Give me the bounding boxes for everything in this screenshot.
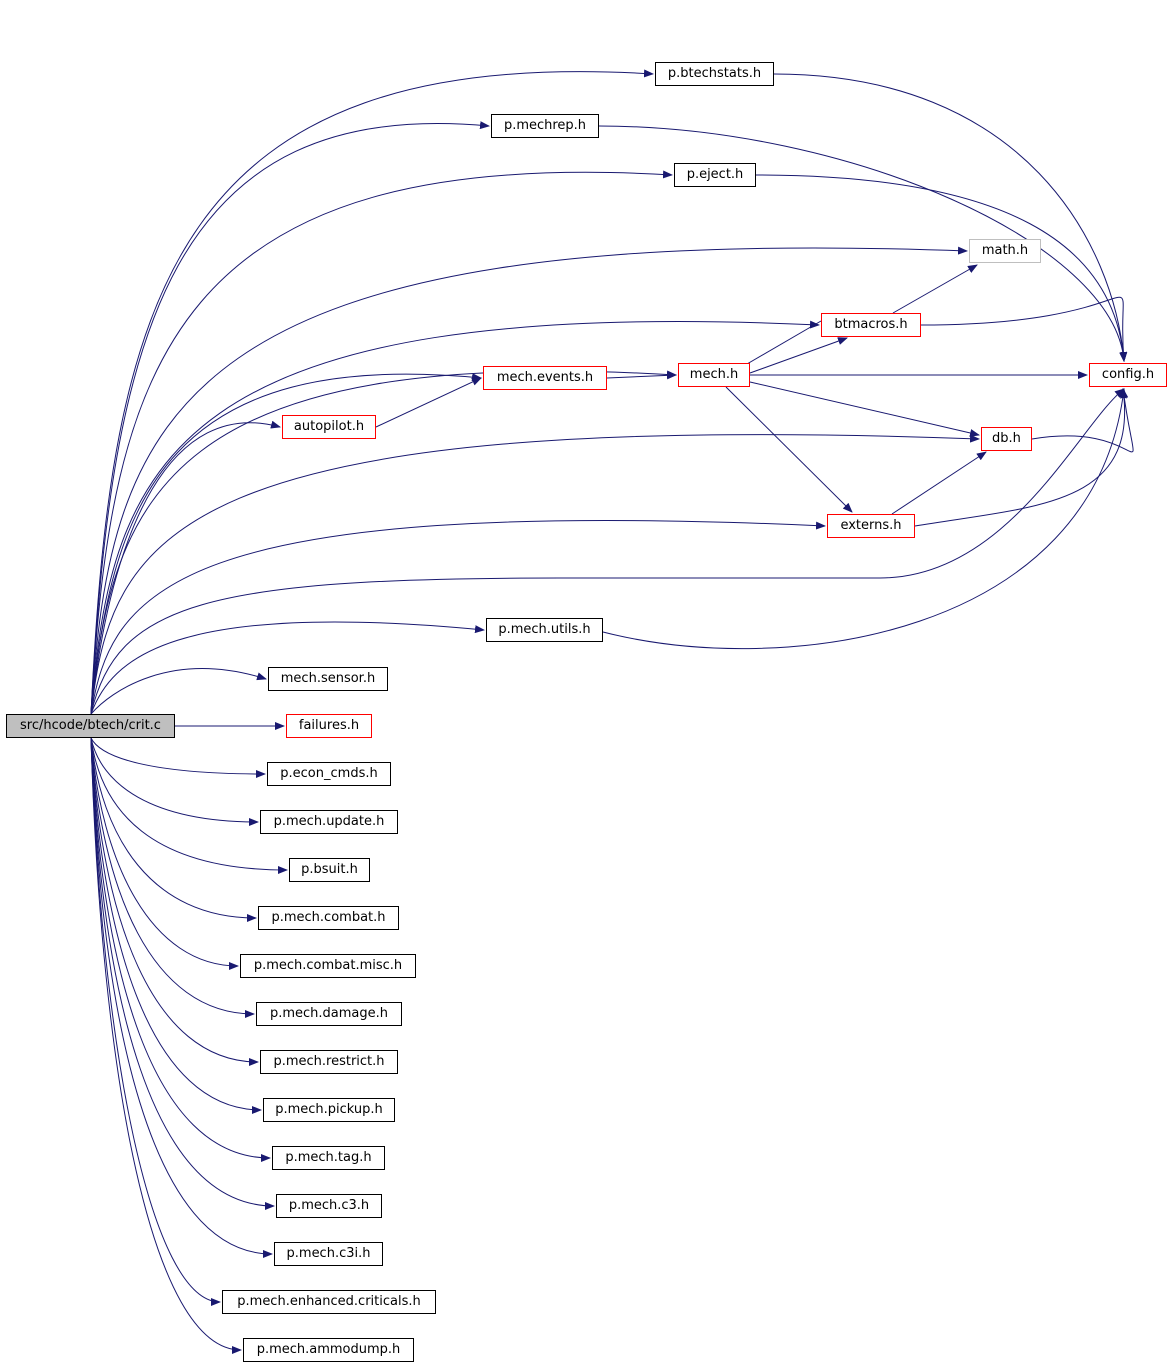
edge-mechutils-to-config xyxy=(602,388,1127,650)
edge-root-to-math xyxy=(90,246,968,715)
edge-btechstats-to-config xyxy=(773,73,1128,362)
node-restrict[interactable]: p.mech.restrict.h xyxy=(260,1050,398,1074)
node-eject[interactable]: p.eject.h xyxy=(674,163,756,187)
edge-root-to-mechutils xyxy=(90,621,485,715)
edge-root-to-combatmisc xyxy=(90,737,239,970)
node-externs[interactable]: externs.h xyxy=(827,514,915,538)
node-bsuit[interactable]: p.bsuit.h xyxy=(289,858,370,882)
node-root[interactable]: src/hcode/btech/crit.c xyxy=(6,714,175,738)
edge-root-to-autopilot xyxy=(90,420,281,715)
node-combatmisc[interactable]: p.mech.combat.misc.h xyxy=(240,954,416,978)
edge-root-to-mechupdate xyxy=(90,737,259,826)
node-enhanced[interactable]: p.mech.enhanced.criticals.h xyxy=(222,1290,436,1314)
node-mechsensor[interactable]: mech.sensor.h xyxy=(268,667,388,691)
node-btechstats[interactable]: p.btechstats.h xyxy=(655,62,774,86)
edge-root-to-pickup xyxy=(90,737,262,1114)
edge-externs-to-config xyxy=(914,388,1129,527)
edge-root-to-bsuit xyxy=(90,737,288,874)
node-mechrep[interactable]: p.mechrep.h xyxy=(491,114,599,138)
edge-root-to-mechsensor xyxy=(90,668,267,715)
node-mech[interactable]: mech.h xyxy=(678,363,750,387)
edge-autopilot-to-mechevents xyxy=(375,377,482,428)
node-db[interactable]: db.h xyxy=(981,427,1032,451)
edge-db-to-config xyxy=(1031,388,1134,453)
edge-root-to-ammodump xyxy=(90,737,242,1354)
node-pickup[interactable]: p.mech.pickup.h xyxy=(263,1098,395,1122)
node-ammodump[interactable]: p.mech.ammodump.h xyxy=(243,1338,414,1362)
edge-root-to-config xyxy=(90,388,1125,715)
edge-root-to-c3 xyxy=(90,737,275,1210)
edge-btmacros-to-mech xyxy=(734,320,822,372)
edge-root-to-btmacros xyxy=(90,320,820,715)
edge-eject-to-config xyxy=(755,174,1128,362)
edge-root-to-tag xyxy=(90,737,271,1162)
edge-root-to-mechevents xyxy=(90,373,482,715)
edge-root-to-eject xyxy=(90,170,673,715)
edge-root-to-combat xyxy=(90,737,257,922)
edge-btmacros-to-config xyxy=(920,296,1128,362)
edge-mech-to-externs xyxy=(725,386,853,513)
edge-root-to-btechstats xyxy=(90,69,654,715)
node-tag[interactable]: p.mech.tag.h xyxy=(272,1146,385,1170)
edge-root-to-externs xyxy=(90,519,826,715)
edge-root-to-db xyxy=(90,434,980,715)
edge-root-to-mechrep xyxy=(90,121,490,715)
edge-mech-to-db xyxy=(749,381,980,437)
edge-root-to-restrict xyxy=(90,737,259,1066)
edge-root-to-damage xyxy=(90,737,255,1018)
edge-root-to-mech xyxy=(90,370,677,715)
node-mechupdate[interactable]: p.mech.update.h xyxy=(260,810,398,834)
node-econ[interactable]: p.econ_cmds.h xyxy=(267,762,391,786)
edge-mechevents-to-mech xyxy=(606,371,677,380)
node-autopilot[interactable]: autopilot.h xyxy=(282,415,376,439)
node-mechutils[interactable]: p.mech.utils.h xyxy=(486,618,603,642)
edge-mechrep-to-config xyxy=(598,125,1128,362)
edge-btmacros-to-math xyxy=(892,264,978,314)
node-config[interactable]: config.h xyxy=(1089,363,1167,387)
edge-root-to-econ xyxy=(90,737,266,778)
edge-root-to-enhanced xyxy=(90,737,221,1306)
edge-root-to-c3i xyxy=(90,737,273,1258)
node-math[interactable]: math.h xyxy=(969,239,1041,263)
edge-mech-to-btmacros xyxy=(749,337,848,374)
node-btmacros[interactable]: btmacros.h xyxy=(821,313,921,337)
node-mechevents[interactable]: mech.events.h xyxy=(483,366,607,390)
node-c3[interactable]: p.mech.c3.h xyxy=(276,1194,382,1218)
node-failures[interactable]: failures.h xyxy=(286,714,372,738)
node-combat[interactable]: p.mech.combat.h xyxy=(258,906,399,930)
node-damage[interactable]: p.mech.damage.h xyxy=(256,1002,402,1026)
node-c3i[interactable]: p.mech.c3i.h xyxy=(274,1242,383,1266)
edge-externs-to-db xyxy=(891,451,987,515)
